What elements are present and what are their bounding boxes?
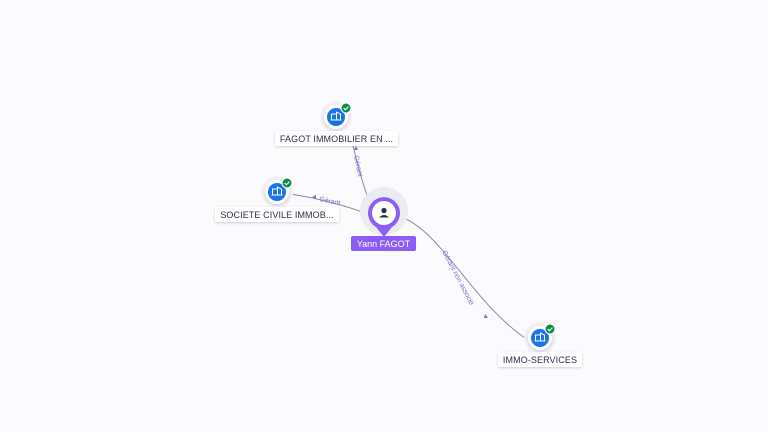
edge-label: Gérant: [319, 196, 341, 207]
edge-label: Gérant non associé: [440, 250, 475, 307]
company-name: SOCIETE CIVILE IMMOB...: [220, 210, 333, 220]
edge-arrow: [484, 314, 488, 318]
edge-label: Gérant: [352, 155, 363, 177]
person-name: Yann FAGOT: [357, 239, 411, 249]
label-box: [215, 207, 339, 222]
building-icon: [271, 186, 283, 196]
building-icon: [330, 111, 342, 121]
company-node-societe-civile[interactable]: SOCIETE CIVILE IMMOB...: [215, 176, 339, 222]
label-box: [275, 131, 398, 146]
edges: Gérant Gérant Gérant non associé: [289, 131, 526, 339]
person-node-center[interactable]: Yann FAGOT: [351, 187, 416, 251]
edge-arrow: [354, 146, 358, 150]
edge-line: [397, 215, 526, 339]
verified-badge: [544, 323, 556, 335]
company-name: IMMO-SERVICES: [503, 355, 577, 365]
edge-immo-services[interactable]: Gérant non associé: [397, 215, 526, 339]
verified-badge: [281, 177, 293, 189]
label-box: [498, 352, 582, 367]
person-icon: [379, 207, 389, 218]
label-box: [351, 236, 416, 251]
edge-arrow: [312, 195, 316, 199]
company-node-fagot-immobilier[interactable]: FAGOT IMMOBILIER EN ...: [275, 101, 398, 146]
company-name: FAGOT IMMOBILIER EN ...: [280, 134, 393, 144]
building-icon: [534, 332, 546, 342]
verified-badge: [340, 102, 352, 114]
company-node-immo-services[interactable]: IMMO-SERVICES: [498, 322, 582, 367]
